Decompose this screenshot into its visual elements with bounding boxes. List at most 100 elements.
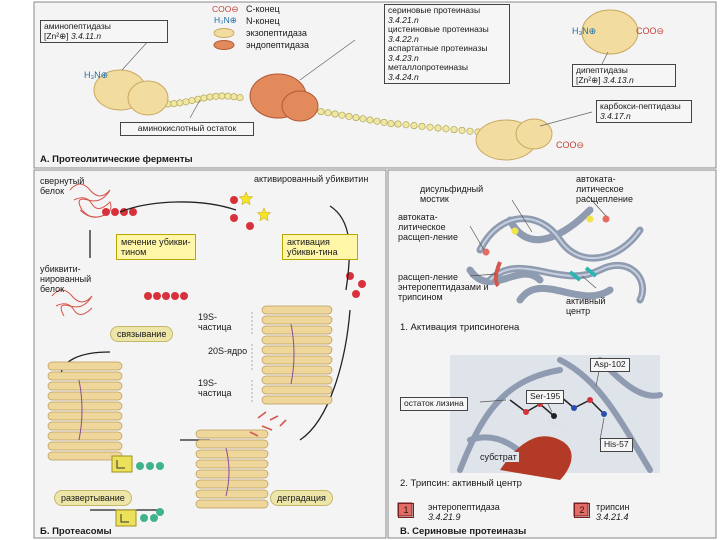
particle-19s-top-label: 19S-частица bbox=[198, 312, 232, 332]
amino-acid-bead bbox=[176, 99, 184, 107]
proteinase-group-2: цистеиновые протеиназы bbox=[388, 24, 489, 34]
legend-n-end: N-конец bbox=[246, 16, 280, 26]
proteasome-ring bbox=[261, 395, 333, 405]
free-ubiquitin-bead bbox=[230, 214, 238, 222]
ubiquitin-bead bbox=[129, 208, 137, 216]
amino-acid-bead bbox=[359, 115, 367, 123]
amino-acid-bead bbox=[345, 112, 353, 120]
amino-acid-bead bbox=[387, 120, 395, 128]
amino-acid-bead bbox=[466, 127, 474, 135]
amino-acid-bead bbox=[434, 124, 442, 132]
aminopeptidase-cofactor: [Zn²⊕] bbox=[44, 30, 69, 41]
proteasome-ring bbox=[195, 469, 269, 479]
proteasomes bbox=[47, 305, 333, 509]
dipeptidase-enzyme: H₃N⊕ COO⊖ bbox=[572, 9, 664, 55]
proteinase-group-1-ec: 3.4.21.n bbox=[388, 14, 419, 25]
panel-c-title: В. Сериновые протеиназы bbox=[400, 526, 527, 537]
proteasome-ring bbox=[261, 325, 333, 335]
trypsinogen-activation-caption: 1. Активация трипсиногена bbox=[400, 322, 520, 333]
proteasome-ring bbox=[47, 421, 123, 431]
particle-19s-bottom-label: 19S-частица bbox=[198, 378, 232, 398]
amino-acid-bead bbox=[331, 110, 339, 118]
legend-endo: эндопептидаза bbox=[246, 40, 310, 50]
proteinase-groups-label: сериновые протеиназы 3.4.21.n цистеиновы… bbox=[384, 4, 510, 84]
endopeptidase-enzyme bbox=[249, 73, 319, 122]
proteasome-ring bbox=[47, 411, 123, 421]
proteasome-ring bbox=[261, 305, 333, 315]
amino-acid-bead bbox=[236, 94, 244, 102]
svg-text:H₃N⊕: H₃N⊕ bbox=[572, 26, 596, 36]
ubiquitin-activation-box: активация убикви-тина bbox=[282, 234, 358, 260]
amino-acid-bead bbox=[212, 92, 220, 100]
legend-exo: экзопептидаза bbox=[246, 28, 307, 38]
legend-num-1: 1 bbox=[398, 503, 414, 518]
free-ubiquitin-bead bbox=[246, 222, 254, 230]
trypsin-active-site-caption: 2. Трипсин: активный центр bbox=[400, 478, 522, 489]
proteasome-ring bbox=[47, 401, 123, 411]
activation-stars bbox=[238, 191, 272, 222]
asp-label: Asp-102 bbox=[590, 358, 630, 372]
proteasome-ring bbox=[195, 439, 269, 449]
adp-beads bbox=[136, 462, 164, 522]
adp-bead bbox=[156, 462, 164, 470]
amino-acid-bead bbox=[426, 123, 434, 131]
amino-acid-bead bbox=[170, 100, 178, 108]
free-ubiquitin-bead bbox=[358, 280, 366, 288]
proteinase-group-3-ec: 3.4.23.n bbox=[388, 52, 419, 63]
amino-acid-bead bbox=[442, 125, 450, 133]
dipeptidase-ec: 3.4.13.n bbox=[602, 74, 634, 85]
autocatalytic-cleavage-left-label: автоката-литическое расщеп-ление bbox=[398, 212, 458, 242]
his-label: His-57 bbox=[600, 438, 633, 452]
degradation-step: деградация bbox=[270, 490, 333, 506]
panel-b-title: Б. Протеасомы bbox=[40, 526, 112, 537]
activated-ubiquitin-label: активированный убиквитин bbox=[254, 174, 369, 184]
svg-text:H₃N⊕: H₃N⊕ bbox=[84, 70, 108, 80]
legend-enteropeptidase: энтеропептидаза bbox=[428, 502, 500, 512]
amino-acid-bead bbox=[458, 126, 466, 134]
free-ubiquitin bbox=[230, 196, 366, 298]
amino-acid-bead bbox=[182, 98, 190, 106]
folded-protein-label: свернутый белок bbox=[40, 176, 85, 196]
n-end-symbol: H₃N⊕ bbox=[214, 15, 237, 25]
ubiquitinated-protein-label: убиквити-нированный белок bbox=[40, 264, 92, 294]
folded-protein-coil bbox=[69, 183, 112, 218]
amino-acid-bead bbox=[324, 109, 332, 117]
proteasome-ring bbox=[47, 371, 123, 381]
aminopeptidase-enzyme: H₃N⊕ bbox=[84, 69, 169, 116]
ubiquitin-bead bbox=[180, 292, 188, 300]
proteinase-group-1: сериновые протеиназы bbox=[388, 5, 481, 15]
proteinase-group-2-ec: 3.4.22.n bbox=[388, 33, 419, 44]
proteasome-ring bbox=[195, 429, 269, 439]
adp-bead bbox=[146, 462, 154, 470]
proteasome-ring bbox=[47, 361, 123, 371]
legend-c-end: С-конец bbox=[246, 4, 280, 14]
proteasome-ring bbox=[47, 441, 123, 451]
ubiquitinated-protein-coil bbox=[51, 289, 93, 317]
amino-acid-bead bbox=[402, 121, 410, 129]
proteasome-ring bbox=[195, 449, 269, 459]
proteasome-ring bbox=[47, 391, 123, 401]
dipeptidase-label: дипептидазы [Zn²⊕] 3.4.13.n bbox=[572, 64, 676, 87]
carboxypeptidase-name: карбокси-пептидазы bbox=[600, 101, 681, 111]
proteasome-ring bbox=[195, 479, 269, 489]
peptide-fragments bbox=[249, 411, 287, 437]
amino-acid-bead bbox=[338, 111, 346, 119]
trypsinogen-structure bbox=[466, 196, 652, 316]
free-ubiquitin-bead bbox=[352, 290, 360, 298]
carboxypeptidase-label: карбокси-пептидазы 3.4.17.n bbox=[596, 100, 692, 123]
autocatalytic-cleavage-top-label: автоката-литическое расщепление bbox=[576, 174, 633, 204]
proteinase-group-3: аспартатные протеиназы bbox=[388, 43, 488, 53]
adp-bead bbox=[150, 514, 158, 522]
carboxypeptidase-enzyme: COO⊖ bbox=[475, 118, 584, 161]
proteasome-ring bbox=[261, 375, 333, 385]
amino-acid-bead bbox=[394, 120, 402, 128]
amino-acid-bead bbox=[373, 117, 381, 125]
amino-acid-bead bbox=[218, 92, 226, 100]
core-20s-label: 20S-ядро bbox=[208, 346, 248, 356]
amino-acid-bead bbox=[366, 116, 374, 124]
proteasome-ring bbox=[261, 315, 333, 325]
proteasome-ring bbox=[47, 431, 123, 441]
panel-a-title: А. Протеолитические ферменты bbox=[40, 154, 193, 165]
activation-star bbox=[256, 207, 272, 222]
